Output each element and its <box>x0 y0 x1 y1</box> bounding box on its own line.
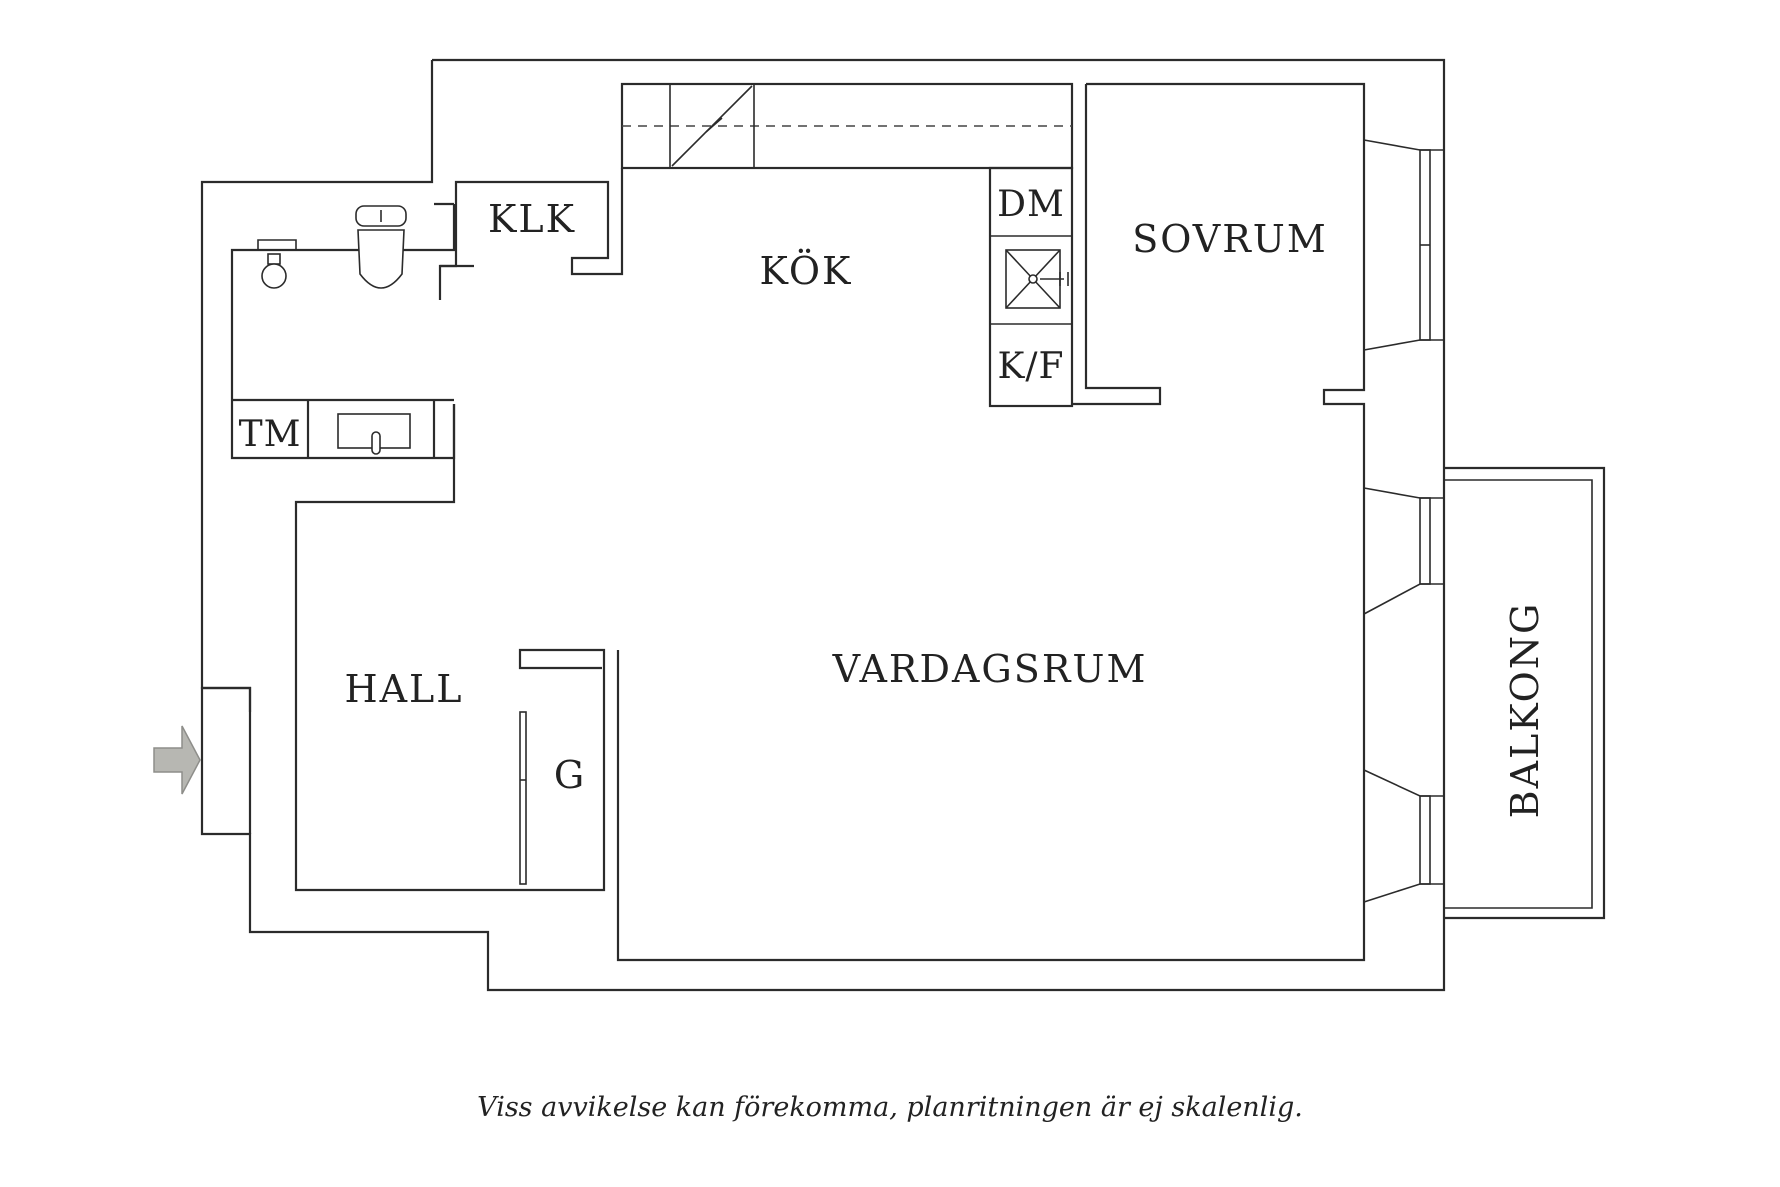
room-label-vardagsrum: VARDAGSRUM <box>832 647 1148 691</box>
kitchen-counter <box>620 82 1074 408</box>
sovrum-walls <box>616 82 1366 962</box>
room-label-balkong: BALKONG <box>1503 602 1547 819</box>
disclaimer-text: Viss avvikelse kan förekomma, planritnin… <box>477 1092 1303 1123</box>
room-label-kf: K/F <box>997 346 1064 387</box>
wardrobe-door <box>519 711 527 885</box>
balcony <box>1444 466 1606 920</box>
room-label-dm: DM <box>997 184 1065 225</box>
toilet-icon <box>355 205 407 289</box>
window-top <box>1363 139 1444 351</box>
outer-walls <box>200 58 1446 992</box>
room-label-kok: KÖK <box>760 249 853 293</box>
window-bottom <box>1363 769 1444 903</box>
bathroom-walls <box>230 202 606 892</box>
room-label-klk: KLK <box>488 197 576 241</box>
window-middle <box>1363 487 1444 615</box>
room-label-hall: HALL <box>344 667 463 711</box>
entrance-arrow-icon <box>153 725 201 795</box>
sink-icon-bath <box>337 413 411 455</box>
sink-icon <box>1005 249 1069 309</box>
klk-walls <box>438 168 624 300</box>
washbasin-icon <box>257 239 297 289</box>
room-label-g: G <box>554 753 586 797</box>
room-label-tm: TM <box>239 414 302 455</box>
room-label-sovrum: SOVRUM <box>1132 217 1328 261</box>
